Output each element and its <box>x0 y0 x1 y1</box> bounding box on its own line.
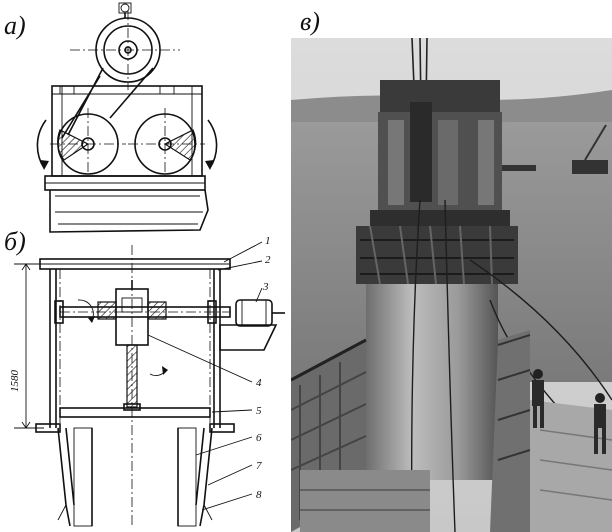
electric-motor <box>219 299 285 351</box>
motor-pulley <box>70 2 180 90</box>
photo-pile <box>366 284 498 480</box>
eccentric-wheel-right <box>128 108 205 180</box>
photo-v: в) <box>291 7 612 532</box>
eccentric-wheel-left <box>50 108 126 180</box>
diagram-b: б) 1580 <box>4 227 285 528</box>
photo-hoses <box>410 199 612 532</box>
callout-4: 4 <box>256 377 262 389</box>
callout-3: 3 <box>262 281 269 293</box>
callout-1: 1 <box>265 235 271 247</box>
callout-6: 6 <box>256 432 262 444</box>
base-plate <box>59 407 211 418</box>
dimension-1580: 1580 <box>9 263 44 429</box>
callout-2: 2 <box>265 254 271 266</box>
panel-label-v: в) <box>300 7 320 36</box>
photo-workers <box>532 369 606 454</box>
vibrator-frame <box>44 85 209 233</box>
callout-7: 7 <box>256 460 262 472</box>
callout-5: 5 <box>256 405 262 417</box>
photo-barge-deck <box>291 330 612 532</box>
panel-label-a: а) <box>4 11 26 40</box>
callout-numbers: 1 2 3 4 5 6 7 8 <box>256 235 271 501</box>
diagram-a: а) <box>4 2 218 233</box>
photo-vibrator-head <box>356 80 518 285</box>
rotation-arrowhead-left <box>40 160 49 170</box>
pile-shell <box>57 427 213 527</box>
rotation-arrowhead-right <box>205 160 214 170</box>
eccentric-unit <box>54 280 231 411</box>
dimension-text: 1580 <box>9 370 21 393</box>
panel-label-b: б) <box>4 227 26 256</box>
callout-8: 8 <box>256 489 262 501</box>
leader-lines <box>147 241 263 511</box>
